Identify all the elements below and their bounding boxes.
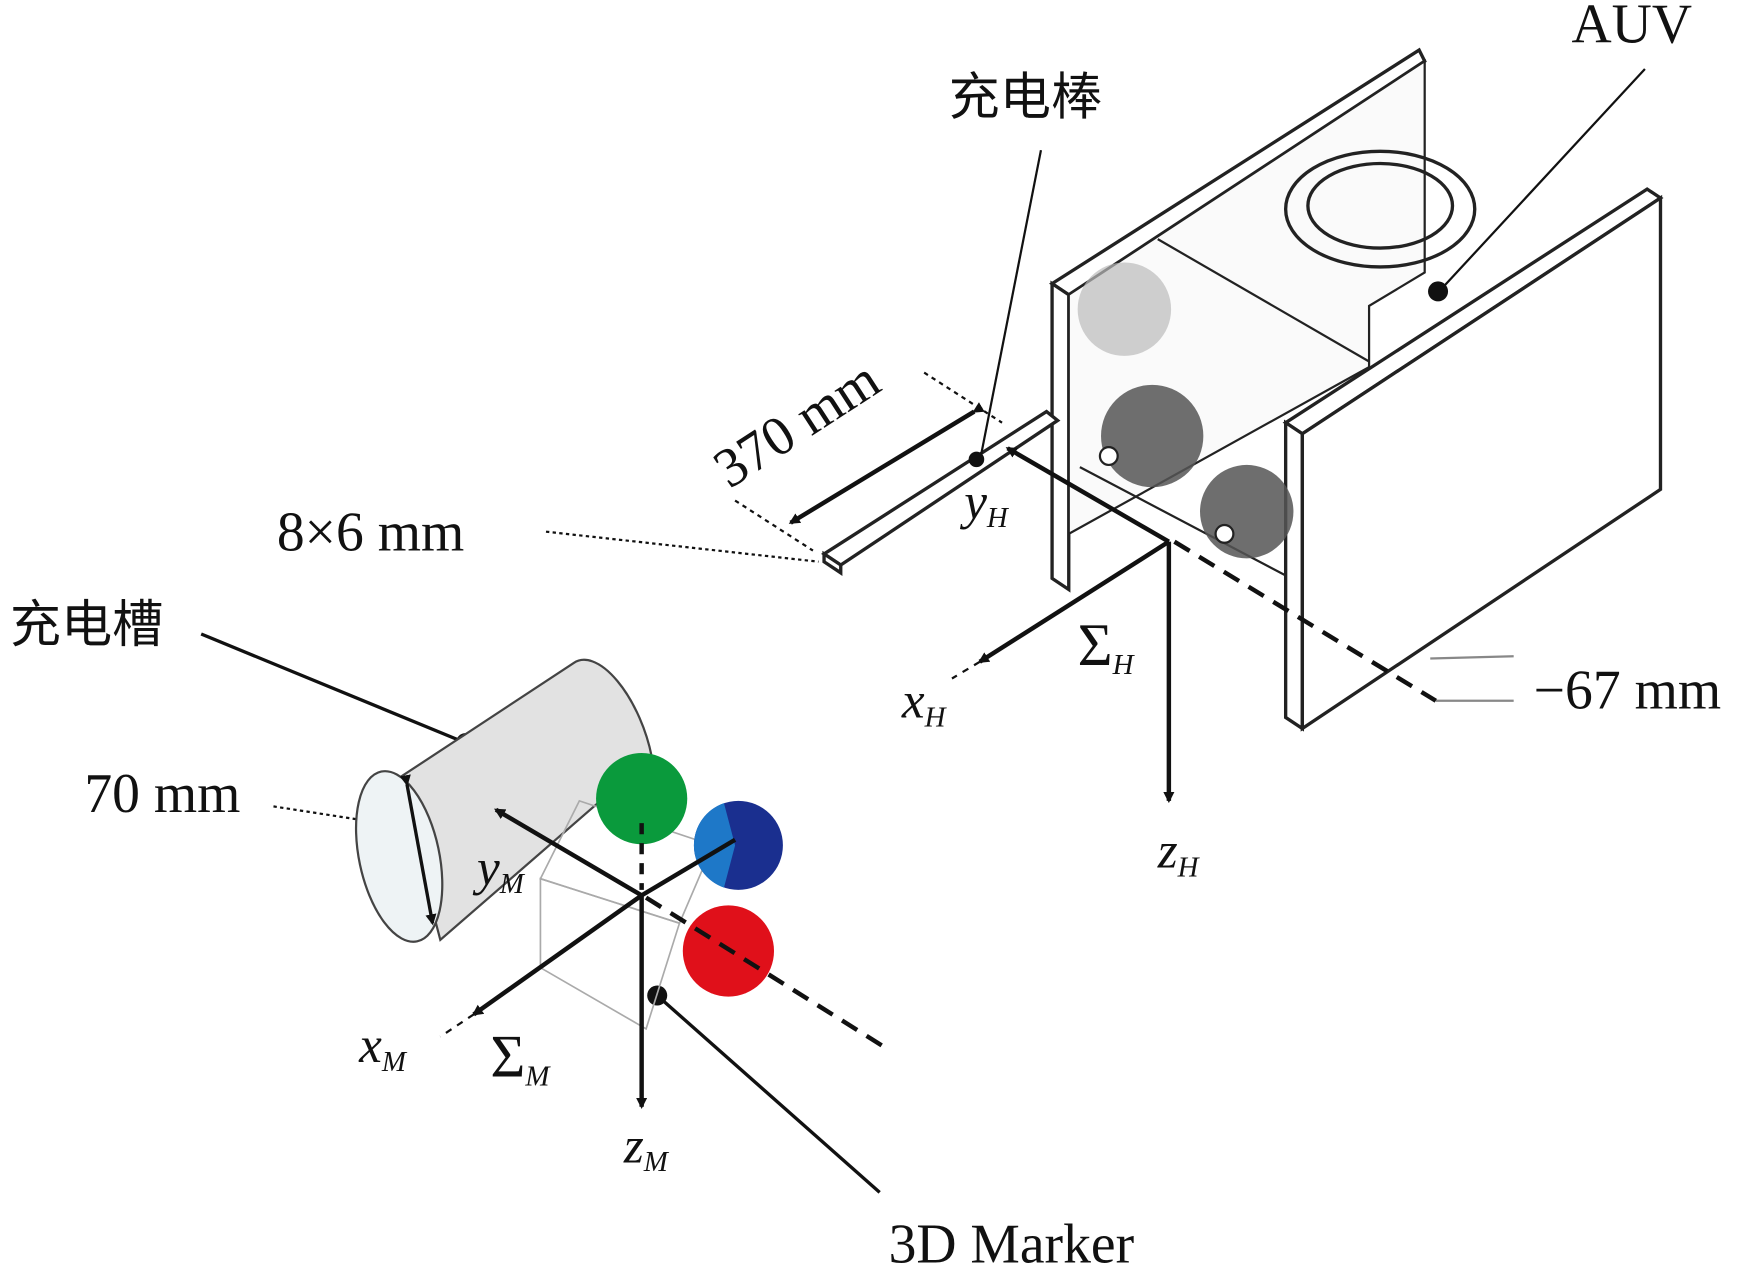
charging-slot xyxy=(354,658,653,943)
x-m-label: xM xyxy=(358,1017,408,1078)
frame-h-axes xyxy=(951,446,1437,804)
charging-slot-label: 充电槽 xyxy=(10,596,163,655)
marker-sphere-green xyxy=(596,753,688,845)
rod-section-label: 8×6 mm xyxy=(277,502,464,564)
charging-rod-label: 充电棒 xyxy=(949,69,1102,128)
charging-rod xyxy=(821,409,1061,576)
marker-label: 3D Marker xyxy=(889,1213,1135,1268)
auv-dark-sphere xyxy=(1200,464,1294,559)
sigma-m-label: ΣM xyxy=(490,1023,551,1093)
z-m-label: zM xyxy=(623,1117,670,1178)
sigma-h-label: ΣH xyxy=(1078,611,1136,681)
auv-light-sphere xyxy=(1077,262,1172,356)
auv-dark-sphere xyxy=(1101,384,1204,488)
y-m-label: yM xyxy=(472,839,526,900)
frame-m-axes xyxy=(439,807,892,1109)
offset-label: −67 mm xyxy=(1534,660,1721,722)
z-h-label: zH xyxy=(1157,823,1201,884)
slot-diameter-label: 70 mm xyxy=(84,763,240,825)
x-h-label: xH xyxy=(901,672,948,733)
auv-label: AUV xyxy=(1572,0,1692,55)
y-h-label: yH xyxy=(959,473,1010,534)
